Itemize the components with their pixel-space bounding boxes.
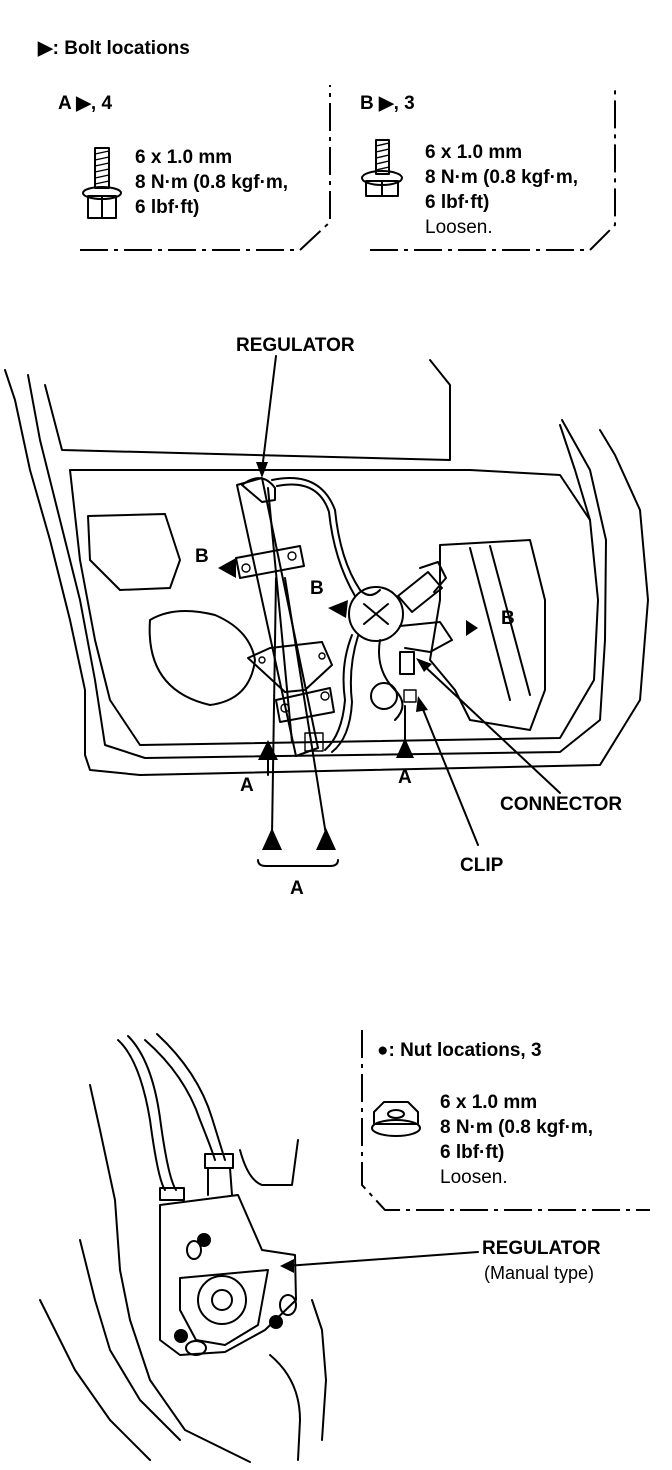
bolt-locations-text: : Bolt locations [52,38,190,59]
label-a-left: A [240,775,254,796]
manual-type-label: (Manual type) [484,1263,595,1283]
clip-label: CLIP [460,855,504,876]
regulator-bracket-upper [235,545,305,579]
box-b-note: Loosen. [425,217,493,238]
box-b-torque-imperial: 6 lbf·ft) [425,192,490,213]
nut-locations-title: ●: Nut locations, 3 [377,1040,542,1062]
door-panel-outline [4,359,649,776]
leader-lines [256,355,561,846]
label-a-right: A [398,767,412,788]
box-a-torque: 8 N·m (0.8 kgf·m, [135,172,289,193]
flange-nut-icon [371,1101,421,1137]
window-motor [348,561,453,721]
washer-bolt-icon [361,139,403,197]
box-b-size: 6 x 1.0 mm [425,142,523,163]
bolt-markers [218,558,478,850]
nut-spec-box-frame [361,1030,650,1211]
box-a-header: A ▶, 4 [58,93,113,114]
flange-bolt-icon [82,147,122,219]
nut-marker-icon: ● [377,1040,389,1061]
box-a-size: 6 x 1.0 mm [135,147,233,168]
nut-note: Loosen. [440,1167,508,1188]
box-a-torque-imperial: 6 lbf·ft) [135,197,200,218]
box-b-spec: 6 x 1.0 mm 8 N·m (0.8 kgf·m, 6 lbf·ft) L… [425,140,578,240]
bolt-marker-icon: ▶ [38,38,53,59]
regulator-bracket-lower [247,641,335,723]
label-b-upper: B [195,546,209,567]
connector-label: CONNECTOR [500,794,623,815]
nut-torque: 8 N·m (0.8 kgf·m, [440,1117,594,1138]
manual-regulator-drawing [39,1033,479,1463]
regulator-rail [236,477,324,757]
nut-torque-imperial: 6 lbf·ft) [440,1142,505,1163]
box-b-header: B ▶, 3 [360,93,415,114]
regulator-cable [271,477,381,753]
group-brace [257,859,339,867]
nut-spec: 6 x 1.0 mm 8 N·m (0.8 kgf·m, 6 lbf·ft) L… [440,1090,593,1190]
nut-size: 6 x 1.0 mm [440,1092,538,1113]
regulator-label: REGULATOR [236,335,355,356]
bolt-spec-box-a-frame [80,85,331,251]
nut-locations-text: : Nut locations, 3 [388,1040,542,1061]
label-a-group: A [290,878,304,899]
box-b-torque: 8 N·m (0.8 kgf·m, [425,167,579,188]
bolt-locations-legend: ▶: Bolt locations [38,38,190,60]
label-b-motor-left: B [310,578,324,599]
manual-regulator-label: REGULATOR [482,1238,601,1259]
bolt-spec-box-b-frame [370,85,616,251]
label-b-motor-right: B [501,608,515,629]
box-a-spec: 6 x 1.0 mm 8 N·m (0.8 kgf·m, 6 lbf·ft) [135,145,288,220]
